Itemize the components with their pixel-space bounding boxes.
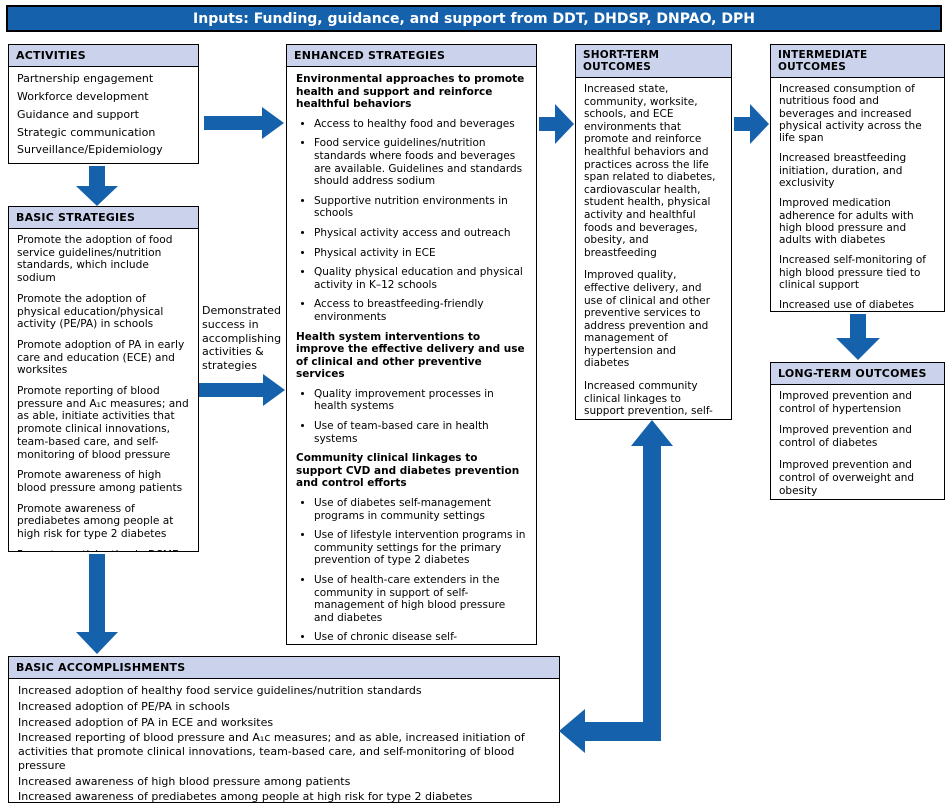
basic-strategy-item: Promote reporting of blood pressure and …	[17, 385, 189, 461]
long-term-outcome-item: Improved prevention and control of hyper…	[779, 390, 912, 416]
bullet-item: Quality improvement processes in health …	[314, 388, 527, 413]
long-term-outcomes-body: Improved prevention and control of hyper…	[771, 385, 944, 499]
bullet-item: Supportive nutrition environments in sch…	[314, 195, 527, 220]
environmental-bullet-list: Access to healthy food and beverages Foo…	[302, 118, 527, 324]
bullet-item: Use of team-based care in health systems	[314, 420, 527, 445]
enhanced-strategies-body: Environmental approaches to promote heal…	[287, 67, 536, 644]
bullet-item: Physical activity in ECE	[314, 247, 527, 260]
enhanced-strategies-box: ENHANCED STRATEGIES Environmental approa…	[286, 44, 537, 645]
intermediate-outcome-item: Increased breastfeeding initiation, dura…	[779, 152, 907, 189]
bullet-item: Quality physical education and physical …	[314, 266, 527, 291]
bullet-item: Access to healthy food and beverages	[314, 118, 527, 131]
activity-item: Evaluation	[17, 161, 190, 163]
arrow-enhanced-to-short-term-icon	[539, 102, 574, 146]
bullet-item: Use of health-care extenders in the comm…	[314, 574, 527, 624]
arrow-activities-to-enhanced-icon	[204, 107, 284, 139]
basic-accomplishments-body: Increased adoption of healthy food servi…	[9, 679, 559, 803]
bullet-item: Access to breastfeeding-friendly environ…	[314, 298, 527, 323]
activities-box: ACTIVITIES Partnership engagement Workfo…	[8, 44, 199, 164]
intermediate-outcome-item: Increased self-monitoring of high blood …	[779, 254, 926, 291]
section-heading-environmental: Environmental approaches to promote heal…	[296, 73, 525, 111]
short-term-outcome-item: Increased community clinical linkages to…	[584, 380, 721, 419]
activity-item: Partnership engagement	[17, 72, 154, 85]
basic-strategies-body: Promote the adoption of food service gui…	[9, 229, 198, 551]
arrow-accomplishments-to-short-term-elbow-icon	[555, 410, 685, 760]
basic-accomplishment-item: Increased awareness of prediabetes among…	[18, 790, 473, 803]
basic-accomplishments-box: BASIC ACCOMPLISHMENTS Increased adoption…	[8, 656, 560, 803]
bullet-item: Use of diabetes self-management programs…	[314, 497, 527, 522]
bullet-item: Food service guidelines/nutrition standa…	[314, 137, 527, 187]
intermediate-outcome-item: Increased consumption of nutritious food…	[779, 83, 922, 145]
basic-strategy-item: Promote awareness of high blood pressure…	[17, 469, 183, 494]
long-term-outcome-item: Improved prevention and control of overw…	[779, 458, 915, 497]
basic-accomplishment-item: Increased adoption of healthy food servi…	[18, 684, 422, 697]
long-term-outcomes-header: LONG-TERM OUTCOMES	[771, 363, 944, 385]
intermediate-outcomes-box: INTERMEDIATE OUTCOMES Increased consumpt…	[770, 44, 945, 312]
basic-strategy-item: Promote adoption of PA in early care and…	[17, 338, 185, 377]
bullet-item: Use of lifestyle intervention programs i…	[314, 529, 527, 567]
inputs-banner: Inputs: Funding, guidance, and support f…	[6, 5, 942, 32]
basic-accomplishment-item: Increased adoption of PE/PA in schools	[18, 699, 230, 713]
inputs-banner-text: Inputs: Funding, guidance, and support f…	[193, 10, 755, 27]
short-term-outcomes-header: SHORT-TERM OUTCOMES	[576, 45, 731, 78]
activity-item: Guidance and support	[17, 107, 139, 121]
arrow-intermediate-to-long-term-icon	[836, 314, 880, 360]
section-heading-health-system: Health system interventions to improve t…	[296, 330, 525, 381]
activity-item: Surveillance/Epidemiology	[17, 143, 163, 157]
section-heading-community-linkages: Community clinical linkages to support C…	[296, 452, 520, 490]
arrow-short-term-to-intermediate-icon	[734, 102, 769, 146]
short-term-outcomes-body: Increased state, community, worksite, sc…	[576, 78, 731, 419]
activity-item: Workforce development	[17, 89, 149, 103]
short-term-outcome-item: Improved quality, effective delivery, an…	[584, 269, 711, 370]
demonstrated-success-note: Demonstrated success in accomplishing ac…	[202, 304, 282, 372]
bullet-item: Physical activity access and outreach	[314, 227, 527, 240]
basic-strategy-item: Promote the adoption of physical educati…	[17, 292, 164, 331]
basic-accomplishment-item: Increased adoption of PA in ECE and work…	[18, 715, 274, 729]
basic-strategy-item: Promote awareness of prediabetes among p…	[17, 502, 174, 541]
health-system-bullet-list: Quality improvement processes in health …	[302, 388, 527, 445]
arrow-basic-strategies-to-accomplishments-icon	[76, 554, 118, 654]
activities-body: Partnership engagement Workforce develop…	[9, 67, 198, 163]
arrow-note-to-enhanced-icon	[199, 374, 285, 406]
intermediate-outcome-item: Increased use of diabetes self-managemen…	[779, 299, 915, 312]
basic-strategy-item: Promote the adoption of food service gui…	[17, 234, 173, 285]
long-term-outcomes-box: LONG-TERM OUTCOMES Improved prevention a…	[770, 362, 945, 500]
short-term-outcome-item: Increased state, community, worksite, sc…	[584, 83, 716, 259]
activities-header: ACTIVITIES	[9, 45, 198, 67]
intermediate-outcome-item: Improved medication adherence for adults…	[779, 197, 914, 247]
basic-accomplishments-header: BASIC ACCOMPLISHMENTS	[9, 657, 559, 679]
basic-strategies-box: BASIC STRATEGIES Promote the adoption of…	[8, 206, 199, 552]
long-term-outcome-item: Improved prevention and control of diabe…	[779, 424, 912, 450]
basic-accomplishment-item: Increased awareness of high blood pressu…	[18, 774, 351, 788]
basic-accomplishment-item: Increased reporting of blood pressure an…	[18, 731, 525, 772]
intermediate-outcomes-body: Increased consumption of nutritious food…	[771, 78, 944, 312]
community-linkages-bullet-list: Use of diabetes self-management programs…	[302, 497, 527, 644]
arrow-activities-to-basic-strategies-icon	[76, 166, 118, 206]
bullet-item: Use of chronic disease self-management p…	[314, 631, 527, 644]
activity-item: Strategic communication	[17, 125, 156, 139]
basic-strategies-header: BASIC STRATEGIES	[9, 207, 198, 229]
short-term-outcomes-box: SHORT-TERM OUTCOMES Increased state, com…	[575, 44, 732, 420]
enhanced-strategies-header: ENHANCED STRATEGIES	[287, 45, 536, 67]
basic-strategy-item: Promote participation in DSME programs	[17, 549, 190, 551]
intermediate-outcomes-header: INTERMEDIATE OUTCOMES	[771, 45, 944, 78]
